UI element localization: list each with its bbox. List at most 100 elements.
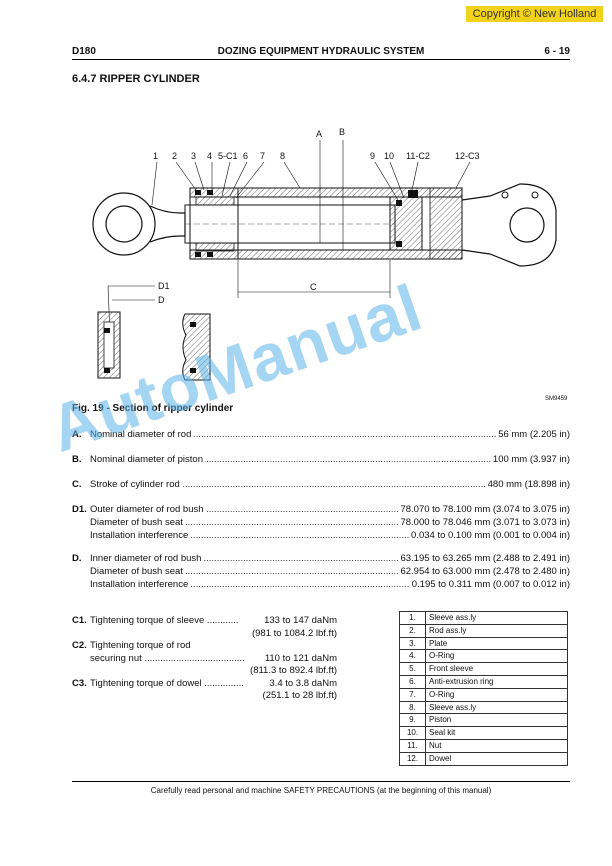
part-description: Seal kit — [425, 726, 568, 740]
table-row: 8.Sleeve ass.ly — [399, 700, 568, 715]
callout-7: 7 — [260, 151, 265, 161]
copyright-badge: Copyright © New Holland — [466, 6, 603, 22]
part-description: Rod ass.ly — [425, 623, 568, 638]
part-number: 8. — [399, 700, 426, 715]
torque-value: 110 to 121 daNm — [264, 652, 337, 664]
torque-label: Tightening torque of rod — [90, 640, 191, 651]
dim-label-d: D — [158, 295, 165, 305]
torque-letter: C2. — [72, 640, 87, 651]
torque-letter: C3. — [72, 677, 87, 689]
part-description: Anti-extrusion ring — [425, 674, 568, 689]
spec-label: Installation interference — [90, 530, 191, 541]
spec-a: A.......................................… — [72, 428, 570, 441]
table-row: 9.Piston — [399, 713, 568, 728]
torque-alt: (811.3 to 892.4 lbf.ft) — [250, 665, 337, 676]
callout-10: 10 — [384, 151, 394, 161]
spec-d: D.......................................… — [72, 552, 570, 591]
part-description: Plate — [425, 636, 568, 651]
part-number: 3. — [399, 636, 426, 651]
part-description: O-Ring — [425, 649, 568, 664]
torque-list: C1.Tightening torque of sleeve .........… — [72, 615, 337, 703]
spec-value: 0.034 to 0.100 mm (0.001 to 0.004 in) — [409, 529, 570, 542]
torque-label: Tightening torque of sleeve ............ — [90, 615, 239, 626]
part-number: 10. — [399, 726, 426, 740]
torque-letter: C1. — [72, 615, 87, 626]
header-page: 6 - 19 — [544, 46, 570, 57]
callout-2: 2 — [172, 151, 177, 161]
part-description: Sleeve ass.ly — [425, 611, 568, 625]
torque-label: Tightening torque of dowel .............… — [90, 677, 244, 689]
callout-4: 4 — [207, 151, 212, 161]
torque-alt: (981 to 1084.2 lbf.ft) — [251, 627, 337, 639]
header-model: D180 — [72, 46, 96, 57]
figure-code: SM9459 — [545, 396, 568, 402]
part-description: Front sleeve — [425, 662, 568, 676]
table-row: 2.Rod ass.ly — [399, 623, 568, 638]
torque-label: securing nut ...........................… — [90, 652, 245, 664]
part-description: Nut — [425, 738, 568, 753]
dim-label-a: A — [316, 129, 322, 139]
table-row: 1.Sleeve ass.ly — [399, 611, 568, 625]
part-number: 9. — [399, 713, 426, 728]
spec-value: 63.195 to 63.265 mm (2.488 to 2.491 in) — [398, 552, 570, 565]
cylinder-end — [422, 183, 557, 267]
spec-letter: A. — [72, 429, 82, 440]
callout-6: 6 — [243, 151, 248, 161]
spec-c: C.......................................… — [72, 478, 570, 491]
part-description: Piston — [425, 713, 568, 728]
section-title: 6.4.7 RIPPER CYLINDER — [72, 73, 200, 85]
parts-table: 1.Sleeve ass.ly 2.Rod ass.ly 3.Plate 4.O… — [399, 611, 568, 766]
table-row: 6.Anti-extrusion ring — [399, 674, 568, 689]
header-title: DOZING EQUIPMENT HYDRAULIC SYSTEM — [217, 46, 425, 57]
spec-value: 62.954 to 63.000 mm (2.478 to 2.480 in) — [398, 565, 570, 578]
callout-leaders — [107, 140, 471, 335]
torque-value: 133 to 147 daNm — [264, 615, 337, 626]
table-row: 3.Plate — [399, 636, 568, 651]
part-number: 12. — [399, 751, 426, 766]
spec-label: Nominal diameter of rod — [90, 429, 194, 440]
spec-letter: D1. — [72, 504, 87, 515]
spec-label: Nominal diameter of piston — [90, 454, 205, 465]
header-rule — [72, 59, 570, 60]
table-row: 11.Nut — [399, 738, 568, 753]
part-number: 2. — [399, 623, 426, 638]
figure-caption: Fig. 19 - Section of ripper cylinder — [72, 403, 234, 414]
callout-5: 5-C1 — [218, 151, 238, 161]
callout-1: 1 — [153, 151, 158, 161]
callout-11: 11-C2 — [406, 151, 430, 161]
part-description: O-Ring — [425, 687, 568, 702]
table-row: 10.Seal kit — [399, 726, 568, 740]
footer-note: Carefully read personal and machine SAFE… — [150, 786, 492, 795]
table-row: 7.O-Ring — [399, 687, 568, 702]
callout-8: 8 — [280, 151, 285, 161]
callout-labels: 1 2 3 4 5-C1 6 7 8 9 10 11-C2 12-C3 A B … — [153, 127, 480, 305]
torque-value: 3.4 to 3.8 daNm — [269, 677, 337, 689]
spec-value: 100 mm (3.937 in) — [490, 453, 570, 466]
spec-label: Diameter of bush seat — [90, 517, 185, 528]
dim-label-b: B — [339, 127, 345, 137]
spec-value: 0.195 to 0.311 mm (0.007 to 0.012 in) — [409, 578, 570, 591]
bush-detail — [97, 311, 211, 381]
spec-label: Inner diameter of rod bush — [90, 553, 204, 564]
spec-label: Diameter of bush seat — [90, 566, 185, 577]
part-number: 11. — [399, 738, 426, 753]
spec-label: Outer diameter of rod bush — [90, 504, 206, 515]
spec-value: 480 mm (18.898 in) — [485, 478, 570, 491]
part-number: 7. — [399, 687, 426, 702]
cylinder-barrel — [189, 187, 463, 260]
spec-label: Installation interference — [90, 579, 191, 590]
spec-value: 78.070 to 78.100 mm (3.074 to 3.075 in) — [398, 503, 570, 516]
part-number: 1. — [399, 611, 426, 625]
spec-b: B.......................................… — [72, 453, 570, 466]
dim-label-c: C — [310, 282, 317, 292]
callout-9: 9 — [370, 151, 375, 161]
spec-d1: D1......................................… — [72, 503, 570, 542]
spec-value: 56 mm (2.205 in) — [496, 428, 570, 441]
cylinder-section-drawing: 1 2 3 4 5-C1 6 7 8 9 10 11-C2 12-C3 A B … — [92, 127, 557, 381]
part-number: 4. — [399, 649, 426, 664]
table-row: 12.Dowel — [399, 751, 568, 766]
spec-value: 78.000 to 78.046 mm (3.071 to 3.073 in) — [398, 516, 570, 529]
spec-letter: D. — [72, 553, 82, 564]
table-row: 4.O-Ring — [399, 649, 568, 664]
spec-label: Stroke of cylinder rod — [90, 479, 182, 490]
